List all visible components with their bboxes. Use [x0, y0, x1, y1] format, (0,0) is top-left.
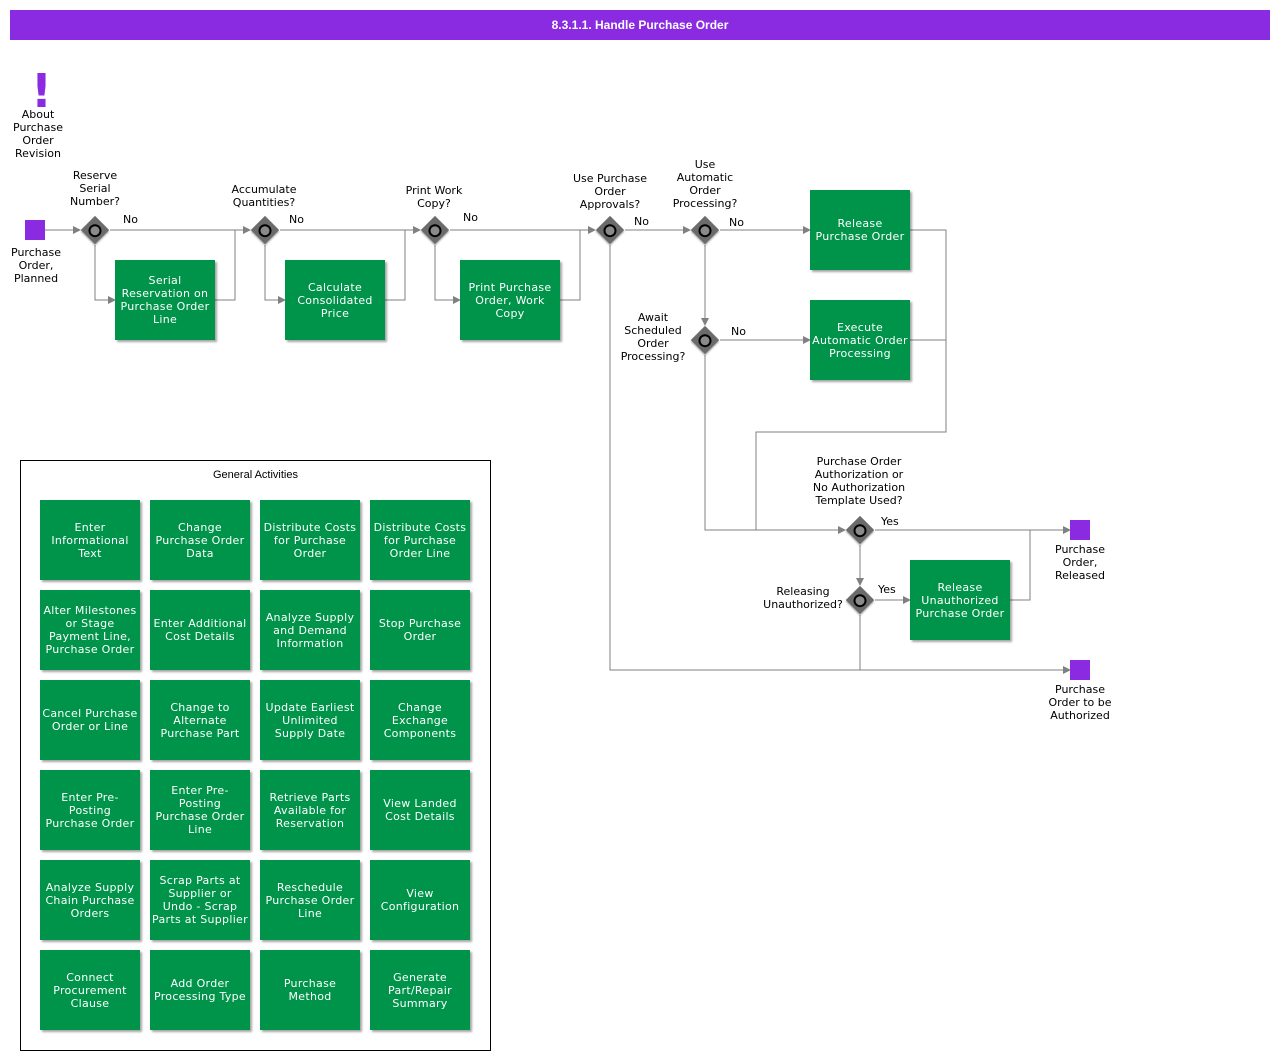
- general-activity[interactable]: Retrieve Parts Available for Reservation: [260, 770, 360, 850]
- flow-label-no: No: [289, 213, 304, 226]
- gateway-releasing-unauth-label: Releasing Unauthorized?: [763, 585, 843, 611]
- end-event-authorize-label: Purchase Order to be Authorized: [1048, 683, 1112, 722]
- general-activity[interactable]: Update Earliest Unlimited Supply Date: [260, 680, 360, 760]
- activity-release-unauth[interactable]: Release Unauthorized Purchase Order: [910, 560, 1010, 640]
- activity-calc-consolidated[interactable]: Calculate Consolidated Price: [285, 260, 385, 340]
- gateway-use-auto-label: Use Automatic Order Processing?: [672, 158, 738, 210]
- flow-label-no: No: [731, 325, 746, 338]
- general-activity[interactable]: Stop Purchase Order: [370, 590, 470, 670]
- activity-execute-auto[interactable]: Execute Automatic Order Processing: [810, 300, 910, 380]
- general-activity[interactable]: Add Order Processing Type: [150, 950, 250, 1030]
- activity-serial-reservation[interactable]: Serial Reservation on Purchase Order Lin…: [115, 260, 215, 340]
- start-event-label: Purchase Order, Planned: [11, 246, 61, 285]
- end-event-authorize[interactable]: [1070, 660, 1090, 680]
- end-event-released[interactable]: [1070, 520, 1090, 540]
- flow-label-yes: Yes: [881, 515, 899, 528]
- general-activity[interactable]: Change to Alternate Purchase Part: [150, 680, 250, 760]
- start-event[interactable]: [25, 220, 45, 240]
- general-activity[interactable]: Analyze Supply Chain Purchase Orders: [40, 860, 140, 940]
- general-activity[interactable]: Connect Procurement Clause: [40, 950, 140, 1030]
- exclamation-icon[interactable]: !: [31, 64, 52, 118]
- flow-label-no: No: [463, 211, 478, 224]
- general-activity[interactable]: View Landed Cost Details: [370, 770, 470, 850]
- general-activity[interactable]: Purchase Method: [260, 950, 360, 1030]
- flow-label-yes: Yes: [878, 583, 896, 596]
- activity-print-work-copy[interactable]: Print Purchase Order, Work Copy: [460, 260, 560, 340]
- general-activity[interactable]: View Configuration: [370, 860, 470, 940]
- general-activities-title: General Activities: [213, 469, 298, 481]
- general-activity[interactable]: Enter Pre-Posting Purchase Order: [40, 770, 140, 850]
- flow-label-no: No: [123, 213, 138, 226]
- gateway-reserve-serial-label: Reserve Serial Number?: [69, 169, 121, 208]
- gateway-print-copy-label: Print Work Copy?: [405, 184, 463, 210]
- flow-label-no: No: [634, 215, 649, 228]
- gateway-use-approvals-label: Use Purchase Order Approvals?: [573, 172, 647, 211]
- general-activity[interactable]: Enter Pre-Posting Purchase Order Line: [150, 770, 250, 850]
- end-event-released-label: Purchase Order, Released: [1055, 543, 1105, 582]
- general-activity[interactable]: Enter Informational Text: [40, 500, 140, 580]
- gateway-auth-template-label: Purchase Order Authorization or No Autho…: [812, 455, 906, 507]
- gateway-accumulate-qty-label: Accumulate Quantities?: [231, 183, 297, 209]
- general-activity[interactable]: Generate Part/Repair Summary: [370, 950, 470, 1030]
- general-activity[interactable]: Alter Milestones or Stage Payment Line, …: [40, 590, 140, 670]
- annotation-label: About Purchase Order Revision: [13, 108, 63, 160]
- general-activity[interactable]: Reschedule Purchase Order Line: [260, 860, 360, 940]
- general-activity[interactable]: Cancel Purchase Order or Line: [40, 680, 140, 760]
- general-activity[interactable]: Scrap Parts at Supplier or Undo - Scrap …: [150, 860, 250, 940]
- activity-release-po[interactable]: Release Purchase Order: [810, 190, 910, 270]
- general-activity[interactable]: Change Exchange Components: [370, 680, 470, 760]
- general-activity[interactable]: Distribute Costs for Purchase Order: [260, 500, 360, 580]
- gateway-await-sched-label: Await Scheduled Order Processing?: [620, 311, 686, 363]
- general-activity[interactable]: Distribute Costs for Purchase Order Line: [370, 500, 470, 580]
- general-activity[interactable]: Enter Additional Cost Details: [150, 590, 250, 670]
- general-activity[interactable]: Analyze Supply and Demand Information: [260, 590, 360, 670]
- general-activity[interactable]: Change Purchase Order Data: [150, 500, 250, 580]
- diagram-title: 8.3.1.1. Handle Purchase Order: [10, 10, 1270, 40]
- flow-label-no: No: [729, 216, 744, 229]
